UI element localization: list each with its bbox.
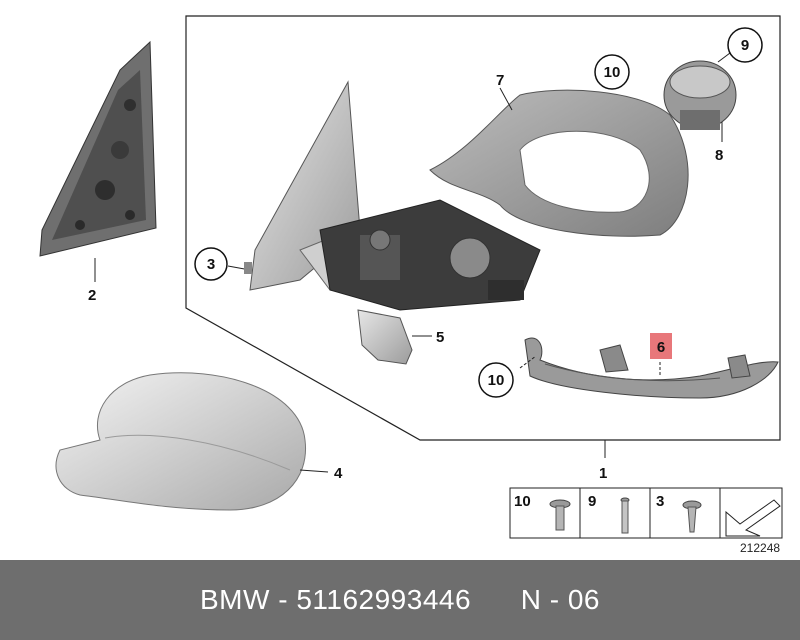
callout-10-top: 10 xyxy=(594,54,630,90)
legend-label-3: 3 xyxy=(656,493,664,510)
footer-part-number: 51162993446 xyxy=(296,584,472,615)
callout-10-bottom: 10 xyxy=(478,362,514,398)
part-4-mirror-cap xyxy=(55,372,329,511)
svg-text:2: 2 xyxy=(88,287,96,304)
svg-text:6: 6 xyxy=(657,339,665,356)
legend-label-10: 10 xyxy=(514,493,531,510)
footer-brand: BMW xyxy=(200,584,270,615)
callout-3: 3 xyxy=(194,247,228,281)
footer-separator: - xyxy=(269,584,297,615)
part-7-glass-carrier xyxy=(429,87,689,237)
parts-diagram: 2 3 7 10 9 8 5 6 10 4 1 10 9 3 xyxy=(39,15,783,555)
callout-4: 4 xyxy=(334,465,343,482)
svg-text:9: 9 xyxy=(741,37,749,54)
diagram-id: 212248 xyxy=(740,541,780,555)
direction-arrow-icon xyxy=(725,499,781,537)
screw-10-icon xyxy=(549,499,571,531)
pin-9-icon xyxy=(620,497,630,534)
callout-5: 5 xyxy=(436,329,444,346)
svg-text:1: 1 xyxy=(599,465,607,482)
footer-position: N - 06 xyxy=(520,584,600,615)
part-2-mount-bracket xyxy=(39,40,157,282)
callout-6-highlighted: 6 xyxy=(650,333,672,359)
part-6-turn-signal xyxy=(519,337,779,399)
callout-7: 7 xyxy=(496,72,504,89)
mirror-actuator xyxy=(319,199,541,311)
fastener-legend: 10 9 3 xyxy=(509,487,783,539)
svg-text:10: 10 xyxy=(488,372,505,389)
callout-9: 9 xyxy=(727,27,763,63)
callout-8: 8 xyxy=(715,147,723,164)
svg-text:5: 5 xyxy=(436,329,444,346)
legend-label-9: 9 xyxy=(588,493,596,510)
assembly-frame xyxy=(185,15,781,441)
svg-text:3: 3 xyxy=(207,256,215,273)
svg-text:8: 8 xyxy=(715,147,723,164)
part-9-motor xyxy=(663,52,737,142)
callout-1: 1 xyxy=(599,465,607,482)
svg-text:10: 10 xyxy=(604,64,621,81)
callout-2: 2 xyxy=(88,287,96,304)
part-5-small-bracket xyxy=(357,309,432,365)
footer-gap xyxy=(471,584,521,616)
svg-text:7: 7 xyxy=(496,72,504,89)
svg-text:4: 4 xyxy=(334,465,343,482)
part-footer-bar: BMW - 51162993446 N - 06 xyxy=(0,560,800,640)
screw-3-icon xyxy=(682,500,702,533)
